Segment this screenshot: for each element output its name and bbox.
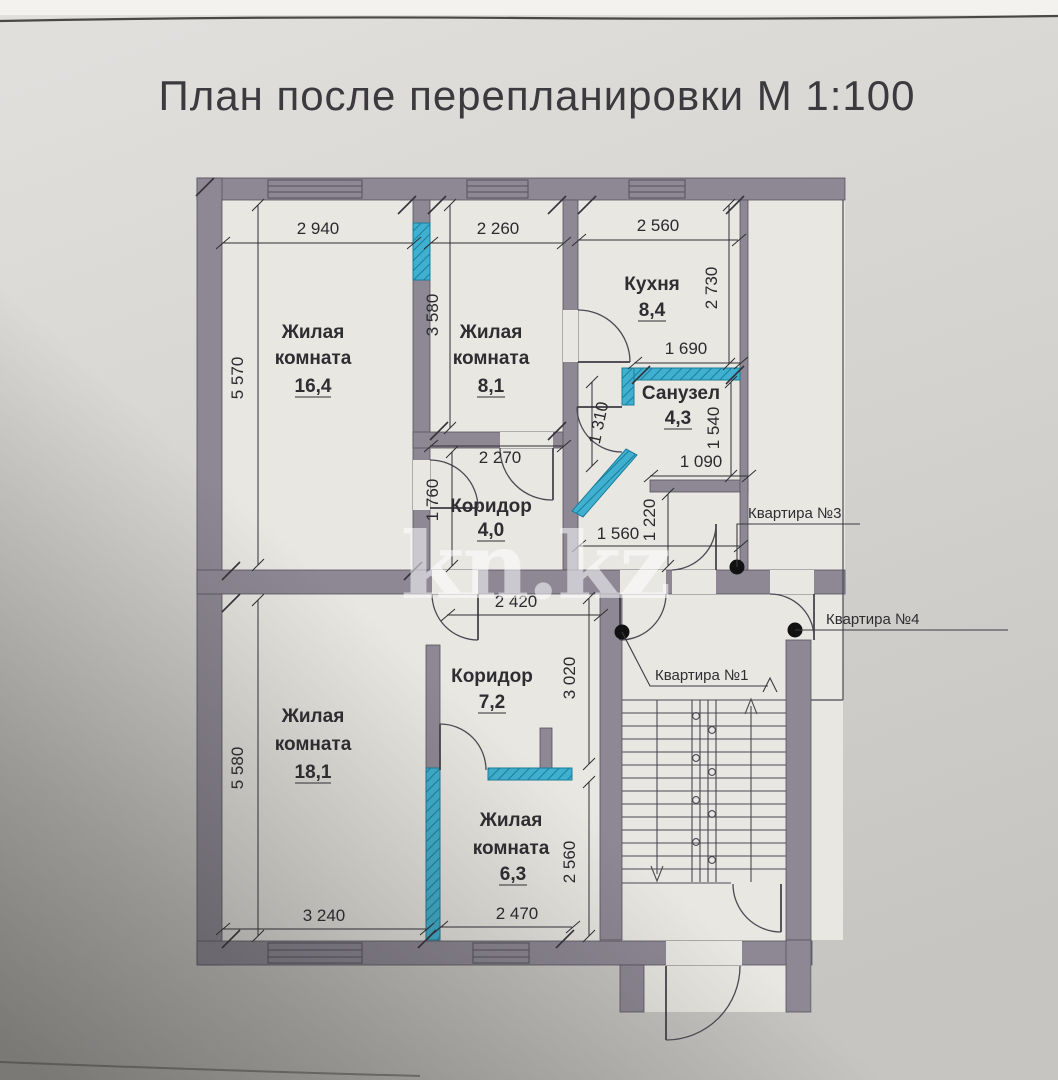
paper-bottom-edge [0,1061,421,1077]
